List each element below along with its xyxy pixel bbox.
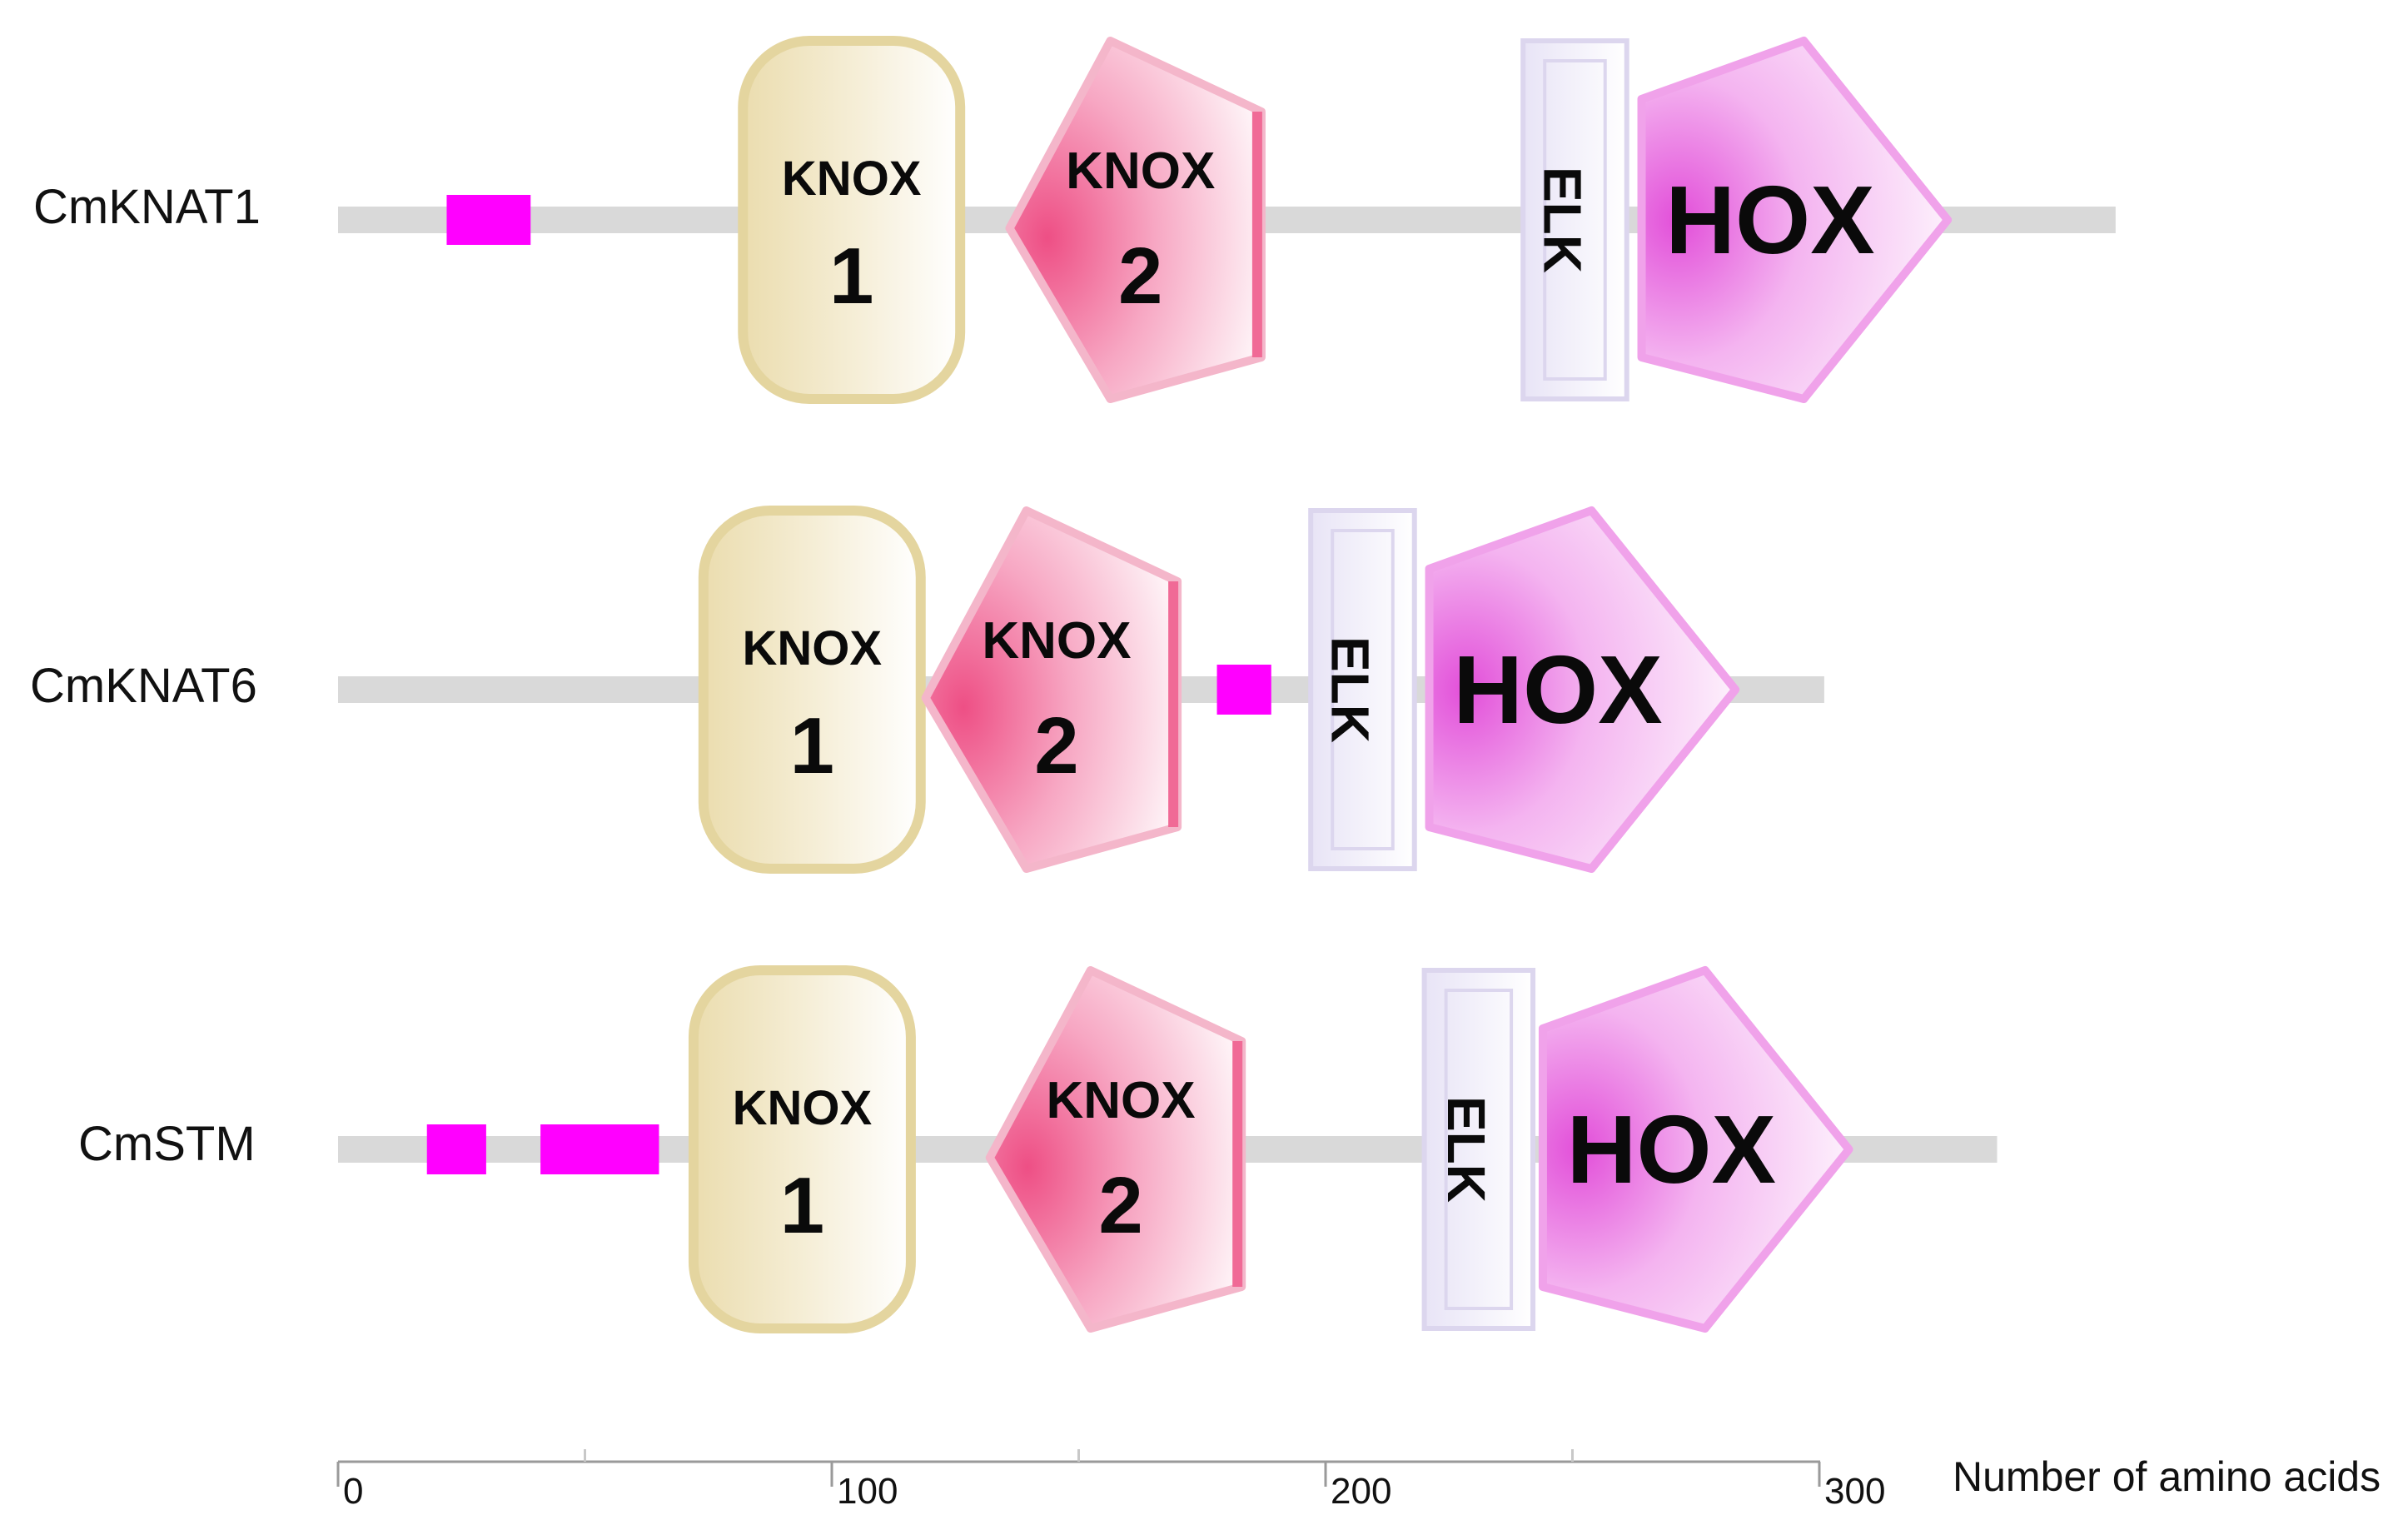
knox1-domain	[698, 506, 926, 874]
motif-box	[446, 195, 531, 245]
knox1-label: KNOX	[742, 621, 882, 675]
protein-name: CmKNAT6	[30, 659, 257, 713]
elk-domain	[1308, 508, 1417, 871]
motif-box	[540, 1124, 659, 1174]
protein-name: CmKNAT1	[33, 180, 261, 234]
axis-tick-label: 0	[343, 1471, 363, 1512]
knox2-domain	[1005, 37, 1266, 403]
knox1-number: 1	[790, 701, 834, 790]
knox2-number: 2	[1034, 701, 1078, 790]
protein-track: KNOX 1 KNOX 2 ELK HOX	[338, 965, 1998, 1333]
elk-inner-frame	[1331, 529, 1395, 850]
hox-label: HOX	[1665, 166, 1874, 274]
knox2-label: KNOX	[982, 612, 1131, 670]
knox2-label: KNOX	[1066, 142, 1215, 200]
knox2-domain	[921, 506, 1182, 873]
elk-label: ELK	[1533, 167, 1593, 273]
knox1-domain	[688, 965, 916, 1333]
hox-domain	[1538, 966, 1853, 1333]
elk-domain	[1520, 38, 1629, 401]
knox2-number: 2	[1098, 1161, 1142, 1250]
elk-inner-frame	[1543, 59, 1607, 381]
knox1-label: KNOX	[782, 152, 922, 206]
protein-name: CmSTM	[78, 1117, 256, 1171]
hox-label: HOX	[1567, 1095, 1776, 1204]
axis-ticks: 0 100 200 300	[336, 1449, 1885, 1512]
motif-box	[426, 1124, 486, 1174]
elk-label: ELK	[1436, 1096, 1496, 1203]
elk-domain	[1421, 968, 1536, 1331]
knox2-domain	[985, 966, 1246, 1333]
amino-acid-axis: 0 100 200 300 Number of amino acids	[336, 1449, 2381, 1512]
knox1-number: 1	[780, 1161, 824, 1250]
motif-box	[1216, 665, 1271, 715]
axis-tick-label: 200	[1331, 1471, 1391, 1512]
knox1-label: KNOX	[733, 1081, 873, 1135]
elk-label: ELK	[1321, 636, 1381, 743]
axis-title: Number of amino acids	[1953, 1453, 2381, 1500]
hox-domain	[1637, 37, 1953, 403]
hox-label: HOX	[1453, 635, 1662, 744]
axis-tick-label: 100	[837, 1471, 898, 1512]
knox1-domain	[738, 36, 966, 404]
protein-track: KNOX 1 KNOX 2 ELK HOX	[338, 506, 1824, 874]
hox-domain	[1425, 506, 1740, 873]
knox1-number: 1	[829, 232, 873, 321]
knox2-number: 2	[1118, 232, 1162, 321]
elk-inner-frame	[1444, 989, 1514, 1310]
knox2-label: KNOX	[1046, 1072, 1195, 1129]
axis-tick-label: 300	[1824, 1471, 1885, 1512]
protein-track: KNOX 1 KNOX 2 ELK HOX	[338, 36, 2116, 404]
